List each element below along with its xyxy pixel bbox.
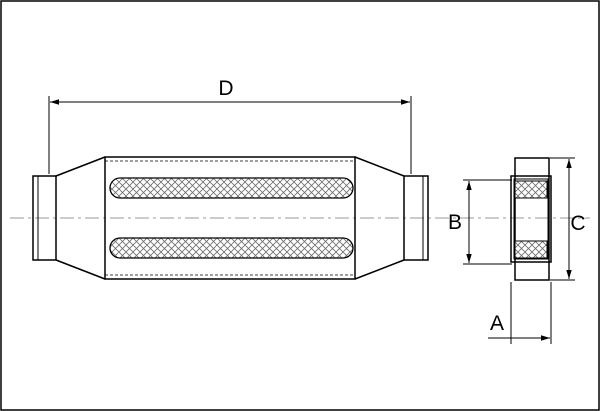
right-taper — [354, 156, 405, 280]
lower-mesh-window — [109, 237, 354, 259]
end-view-outer-sleeve — [514, 157, 550, 281]
end-view-inner-wall — [513, 178, 549, 260]
end-view — [510, 157, 552, 281]
label-c: C — [570, 212, 585, 235]
right-end-cuff — [403, 175, 429, 261]
label-a: A — [490, 312, 504, 335]
dimension-c: C — [550, 157, 586, 281]
dimension-a: A — [488, 282, 552, 344]
dimension-d: D — [48, 77, 412, 174]
end-view-inner-body — [510, 175, 552, 263]
upper-mesh-window — [109, 177, 354, 199]
dimension-b: B — [448, 179, 512, 265]
left-taper — [55, 156, 106, 280]
end-view-upper-mesh — [514, 180, 548, 199]
end-view-lower-mesh — [514, 240, 548, 259]
side-view — [32, 156, 429, 280]
label-d: D — [218, 77, 233, 100]
label-b: B — [448, 211, 462, 234]
